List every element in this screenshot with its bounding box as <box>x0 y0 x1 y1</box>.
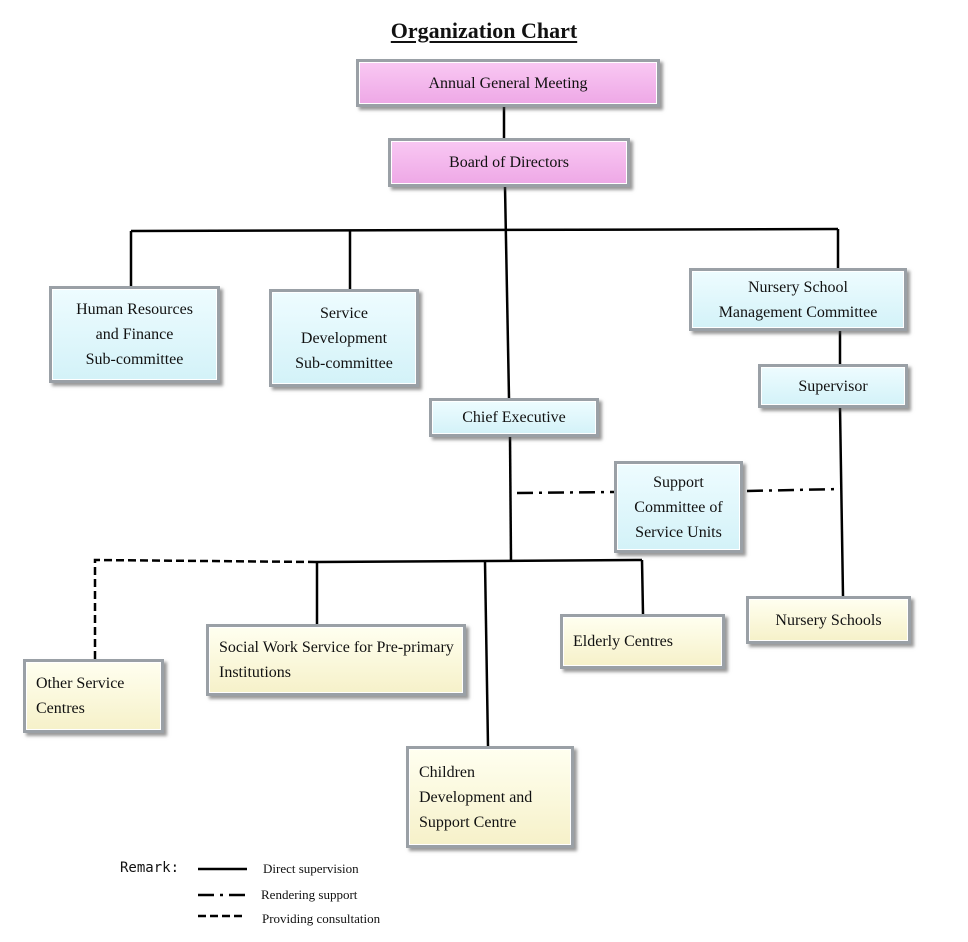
legend-item-direct-supervision: Direct supervision <box>263 861 359 876</box>
node-hr-finance-subcommittee: Human Resources and Finance Sub-committe… <box>49 286 220 383</box>
node-service-development-subcommittee: Service Development Sub-committee <box>269 289 419 387</box>
line-support-right <box>746 487 841 493</box>
line-chief-down <box>508 436 513 562</box>
line-to-children-dev <box>483 561 490 747</box>
node-nursery-school-management-committee: Nursery School Management Committee <box>689 268 907 331</box>
line-consultation <box>93 558 317 659</box>
node-children-development-centre: Children Development and Support Centre <box>406 746 574 848</box>
legend-item-rendering-support: Rendering support <box>261 887 358 902</box>
legend-label: Remark: <box>120 860 180 876</box>
node-board-of-directors: Board of Directors <box>388 138 630 187</box>
line-supervisor-schools <box>838 407 845 597</box>
node-chief-executive: Chief Executive <box>429 398 599 437</box>
node-other-service-centres: Other Service Centres <box>23 659 164 733</box>
line-to-elderly <box>640 559 645 615</box>
node-support-committee: Support Committee of Service Units <box>614 461 743 553</box>
legend-item-providing-consultation: Providing consultation <box>262 911 381 926</box>
node-annual-general-meeting: Annual General Meeting <box>356 59 660 107</box>
line-units-bar <box>315 558 643 564</box>
chart-title: Organization Chart <box>390 18 578 43</box>
line-support-left <box>516 490 615 495</box>
node-nursery-schools: Nursery Schools <box>746 596 911 644</box>
line-board-chief <box>503 186 511 399</box>
line-board-bar <box>130 227 839 233</box>
node-social-work-service: Social Work Service for Pre-primary Inst… <box>206 624 466 696</box>
node-supervisor: Supervisor <box>758 364 908 408</box>
node-elderly-centres: Elderly Centres <box>560 614 725 669</box>
